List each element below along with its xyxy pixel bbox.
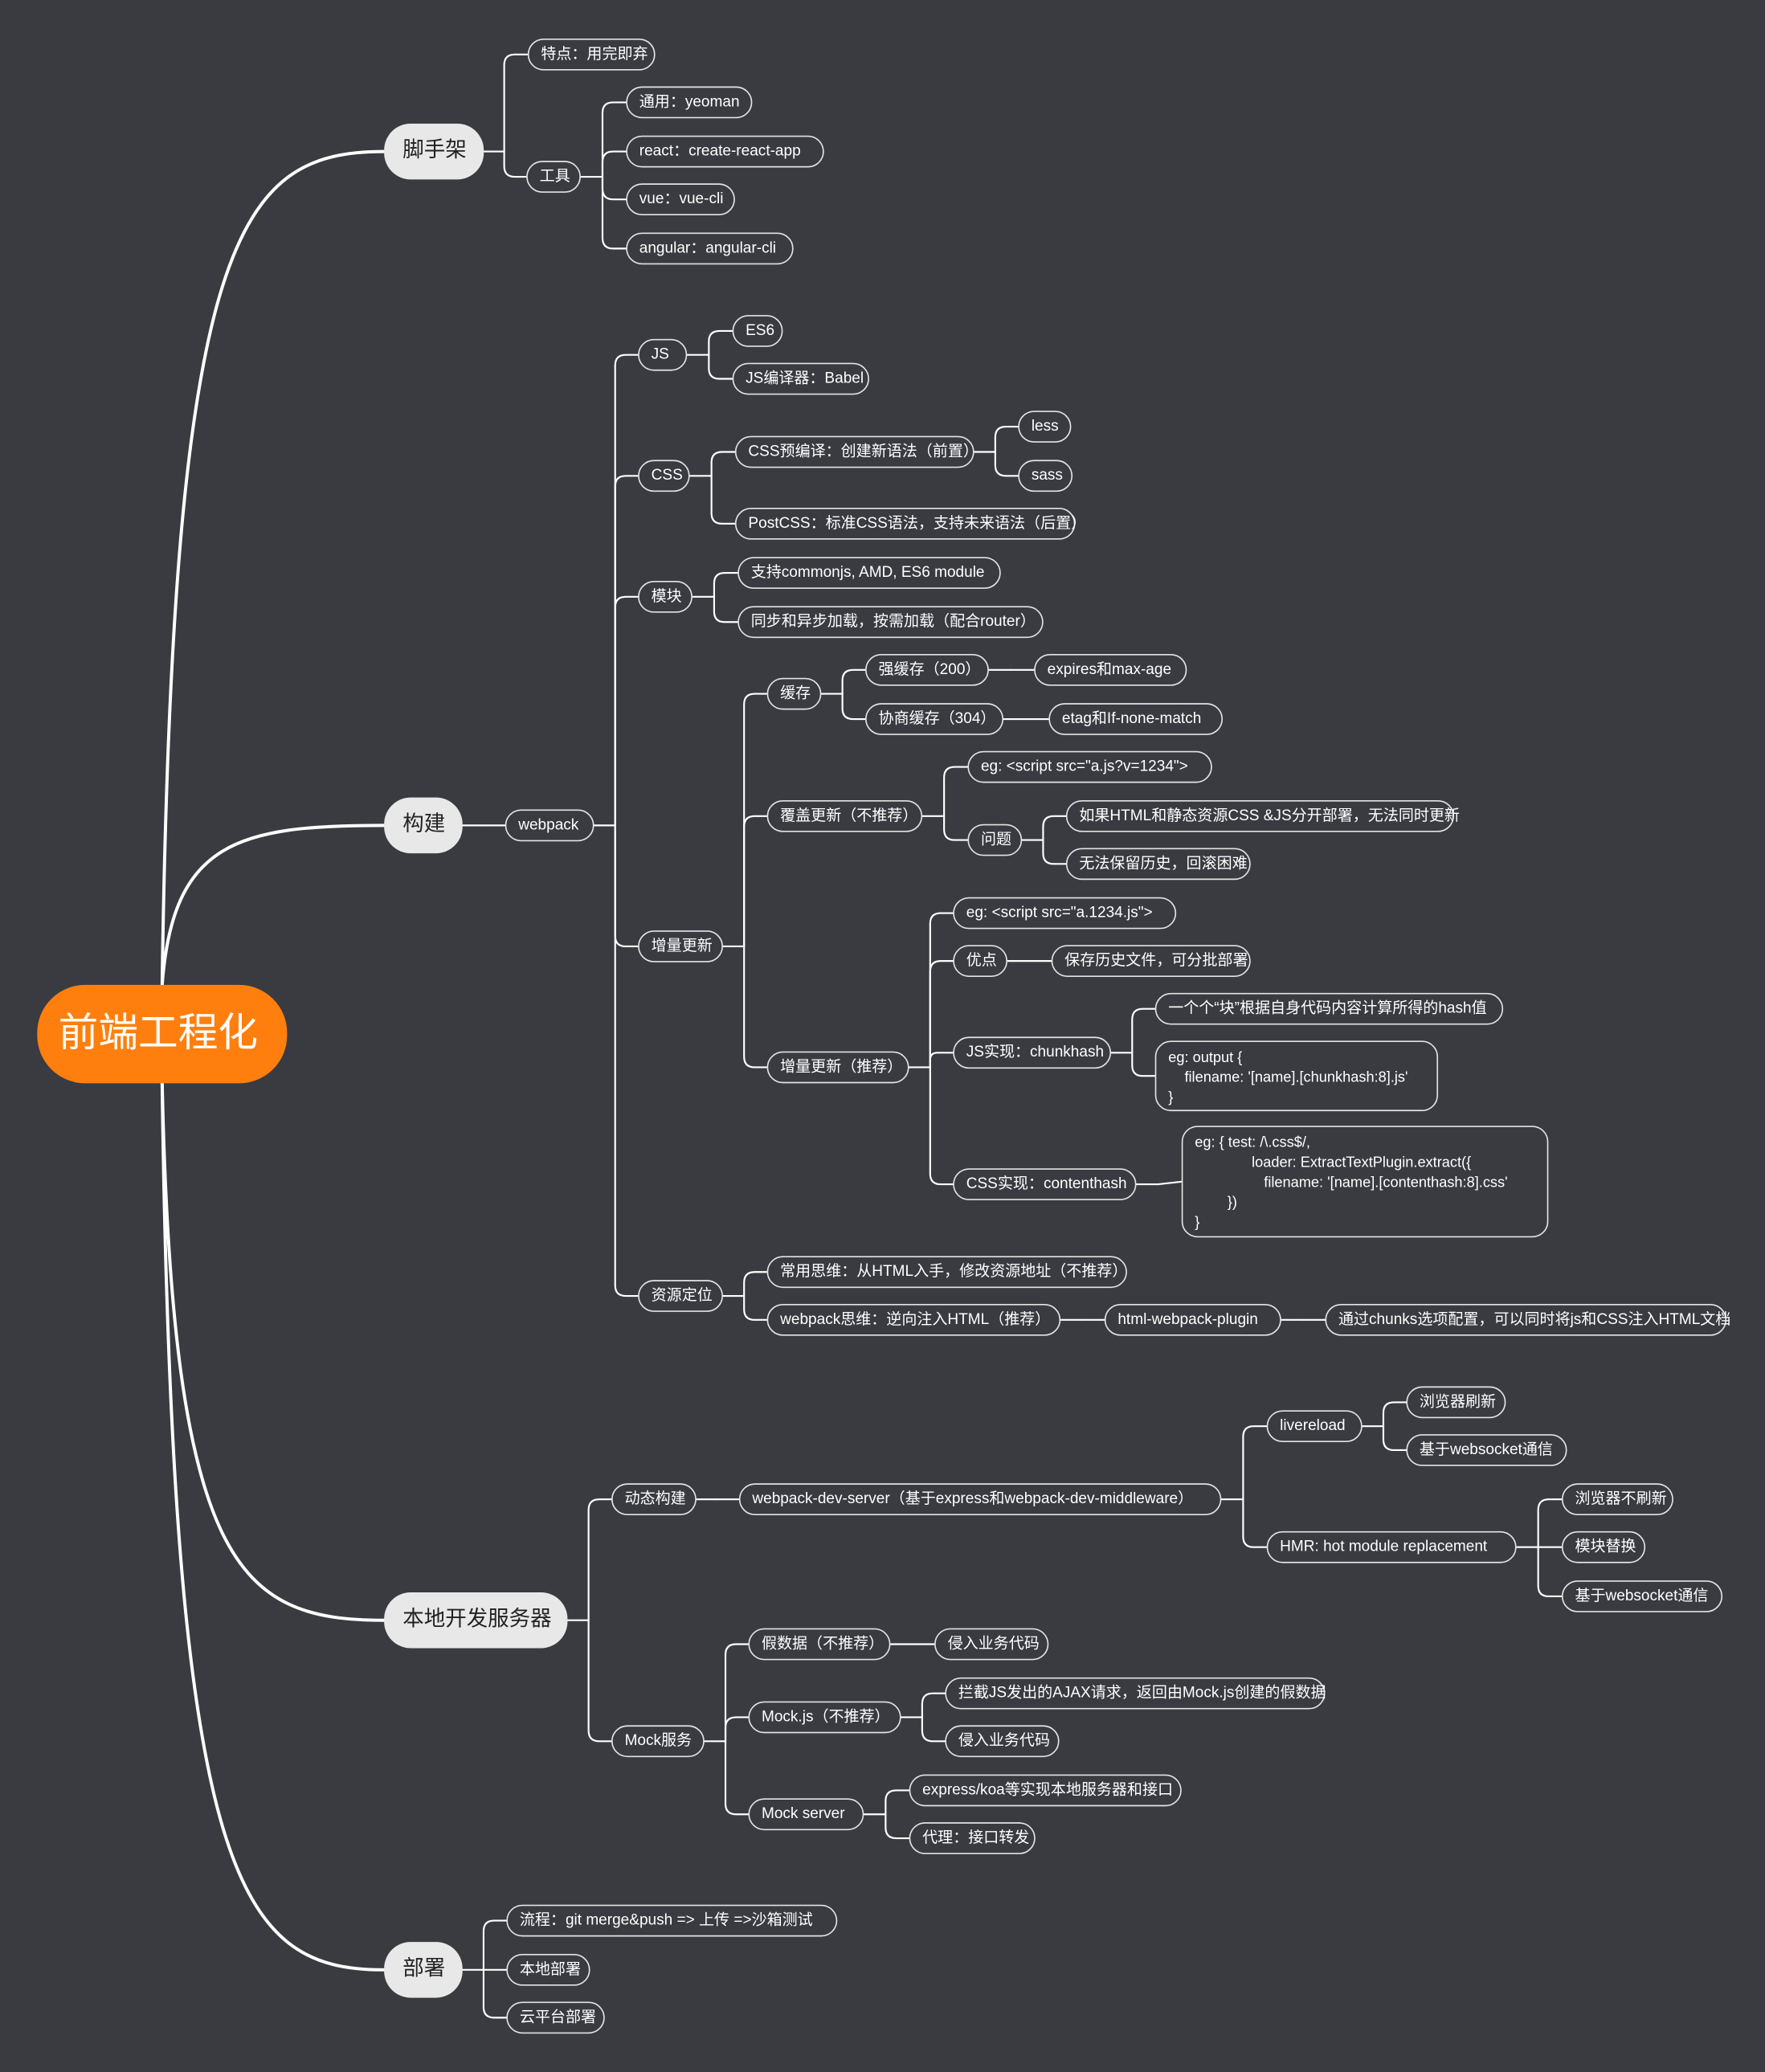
rec-css-code[interactable]: eg: { test: /\.css$/, loader: ExtractTex… <box>1181 1126 1549 1238</box>
rec-pros[interactable]: 优点 <box>953 945 1008 977</box>
css-precompile[interactable]: CSS预编译：创建新语法（前置） <box>734 435 979 468</box>
dynamic-livereload[interactable]: livereload <box>1266 1410 1363 1443</box>
resource-plugin-detail[interactable]: 通过chunks选项配置，可以同时将js和CSS注入HTML文档 <box>1325 1303 1730 1336</box>
dynamic-hmr[interactable]: HMR: hot module replacement <box>1266 1531 1517 1563</box>
mock-fake-detail[interactable]: 侵入业务代码 <box>934 1628 1049 1661</box>
mockserver-express[interactable]: express/koa等实现本地服务器和接口 <box>909 1774 1182 1807</box>
hmr-replace[interactable]: 模块替换 <box>1561 1531 1646 1563</box>
hmr-socket[interactable]: 基于websocket通信 <box>1561 1580 1723 1612</box>
mock-server[interactable]: Mock server <box>748 1798 864 1831</box>
inc-recommended[interactable]: 增量更新（推荐） <box>766 1051 909 1084</box>
module-formats[interactable]: 支持commonjs, AMD, ES6 module <box>737 557 1001 589</box>
tool-cra[interactable]: react：create-react-app <box>626 135 824 168</box>
branch-build[interactable]: 构建 <box>384 797 463 854</box>
inc-cache[interactable]: 缓存 <box>766 677 822 710</box>
build-css[interactable]: CSS <box>638 460 690 492</box>
build-webpack[interactable]: webpack <box>505 809 594 842</box>
build-js[interactable]: JS <box>638 338 688 371</box>
build-resource[interactable]: 资源定位 <box>638 1280 723 1312</box>
deploy-flow[interactable]: 流程：git merge&push => 上传 =>沙箱测试 <box>506 1904 838 1937</box>
dev-dynamic[interactable]: 动态构建 <box>611 1483 697 1516</box>
css-postcss[interactable]: PostCSS：标准CSS语法，支持未来语法（后置） <box>734 507 1086 540</box>
module-async[interactable]: 同步和异步加载，按需加载（配合router） <box>737 606 1044 639</box>
tool-vuecli[interactable]: vue：vue-cli <box>626 183 735 216</box>
hmr-norefresh[interactable]: 浏览器不刷新 <box>1561 1483 1673 1516</box>
css-sass[interactable]: sass <box>1018 460 1073 492</box>
resource-webpack[interactable]: webpack思维：逆向注入HTML（推荐） <box>766 1303 1061 1336</box>
mock-fake[interactable]: 假数据（不推荐） <box>748 1628 891 1661</box>
cache-negotiate-detail[interactable]: etag和If-none-match <box>1048 703 1224 735</box>
rec-pros-detail[interactable]: 保存历史文件，可分批部署 <box>1051 945 1251 977</box>
rec-js-impl[interactable]: JS实现：chunkhash <box>953 1036 1112 1069</box>
rec-example[interactable]: eg: <script src="a.1234.js"> <box>953 897 1177 930</box>
scaffold-feature[interactable]: 特点：用完即弃 <box>527 38 656 71</box>
js-es6[interactable]: ES6 <box>732 315 783 347</box>
overwrite-problem[interactable]: 问题 <box>967 823 1023 856</box>
rec-js-detail[interactable]: 一个个“块”根据自身代码内容计算所得的hash值 <box>1154 992 1504 1025</box>
dynamic-server[interactable]: webpack-dev-server（基于express和webpack-dev… <box>738 1483 1222 1516</box>
build-module[interactable]: 模块 <box>638 580 693 613</box>
cache-strong[interactable]: 强缓存（200） <box>865 653 989 686</box>
dev-mock[interactable]: Mock服务 <box>611 1725 705 1758</box>
branch-scaffold[interactable]: 脚手架 <box>384 123 484 180</box>
problem-rollback[interactable]: 无法保留历史，回滚困难 <box>1065 848 1251 881</box>
mockserver-proxy[interactable]: 代理：接口转发 <box>909 1822 1036 1854</box>
resource-common[interactable]: 常用思维：从HTML入手，修改资源地址（不推荐） <box>766 1256 1127 1289</box>
branch-devserver[interactable]: 本地开发服务器 <box>384 1592 568 1649</box>
css-less[interactable]: less <box>1018 411 1072 443</box>
root-node[interactable]: 前端工程化 <box>37 984 288 1084</box>
problem-deploy[interactable]: 如果HTML和静态资源CSS &JS分开部署，无法同时更新 <box>1065 799 1460 832</box>
mockjs-intrusive[interactable]: 侵入业务代码 <box>945 1725 1060 1758</box>
livereload-refresh[interactable]: 浏览器刷新 <box>1406 1386 1506 1419</box>
deploy-local[interactable]: 本地部署 <box>506 1953 590 1986</box>
rec-css-impl[interactable]: CSS实现：contenthash <box>953 1168 1137 1200</box>
livereload-socket[interactable]: 基于websocket通信 <box>1406 1434 1567 1466</box>
scaffold-tools[interactable]: 工具 <box>526 161 581 193</box>
mockjs-ajax[interactable]: 拦截JS发出的AJAX请求，返回由Mock.js创建的假数据 <box>945 1677 1326 1710</box>
mock-mockjs[interactable]: Mock.js（不推荐） <box>748 1701 901 1734</box>
build-incremental[interactable]: 增量更新 <box>638 930 723 962</box>
rec-js-code[interactable]: eg: output { filename: '[name].[chunkhas… <box>1154 1040 1439 1112</box>
branch-deploy[interactable]: 部署 <box>384 1942 463 1998</box>
js-babel[interactable]: JS编译器：Babel <box>732 362 869 395</box>
resource-plugin[interactable]: html-webpack-plugin <box>1104 1303 1281 1336</box>
cache-negotiate[interactable]: 协商缓存（304） <box>865 703 1004 735</box>
tool-yeoman[interactable]: 通用：yeoman <box>626 86 753 119</box>
cache-strong-detail[interactable]: expires和max-age <box>1034 653 1187 686</box>
tool-angularcli[interactable]: angular：angular-cli <box>626 232 794 265</box>
deploy-cloud[interactable]: 云平台部署 <box>506 2001 605 2034</box>
overwrite-example[interactable]: eg: <script src="a.js?v=1234"> <box>967 750 1212 783</box>
inc-overwrite[interactable]: 覆盖更新（不推荐） <box>766 799 923 832</box>
